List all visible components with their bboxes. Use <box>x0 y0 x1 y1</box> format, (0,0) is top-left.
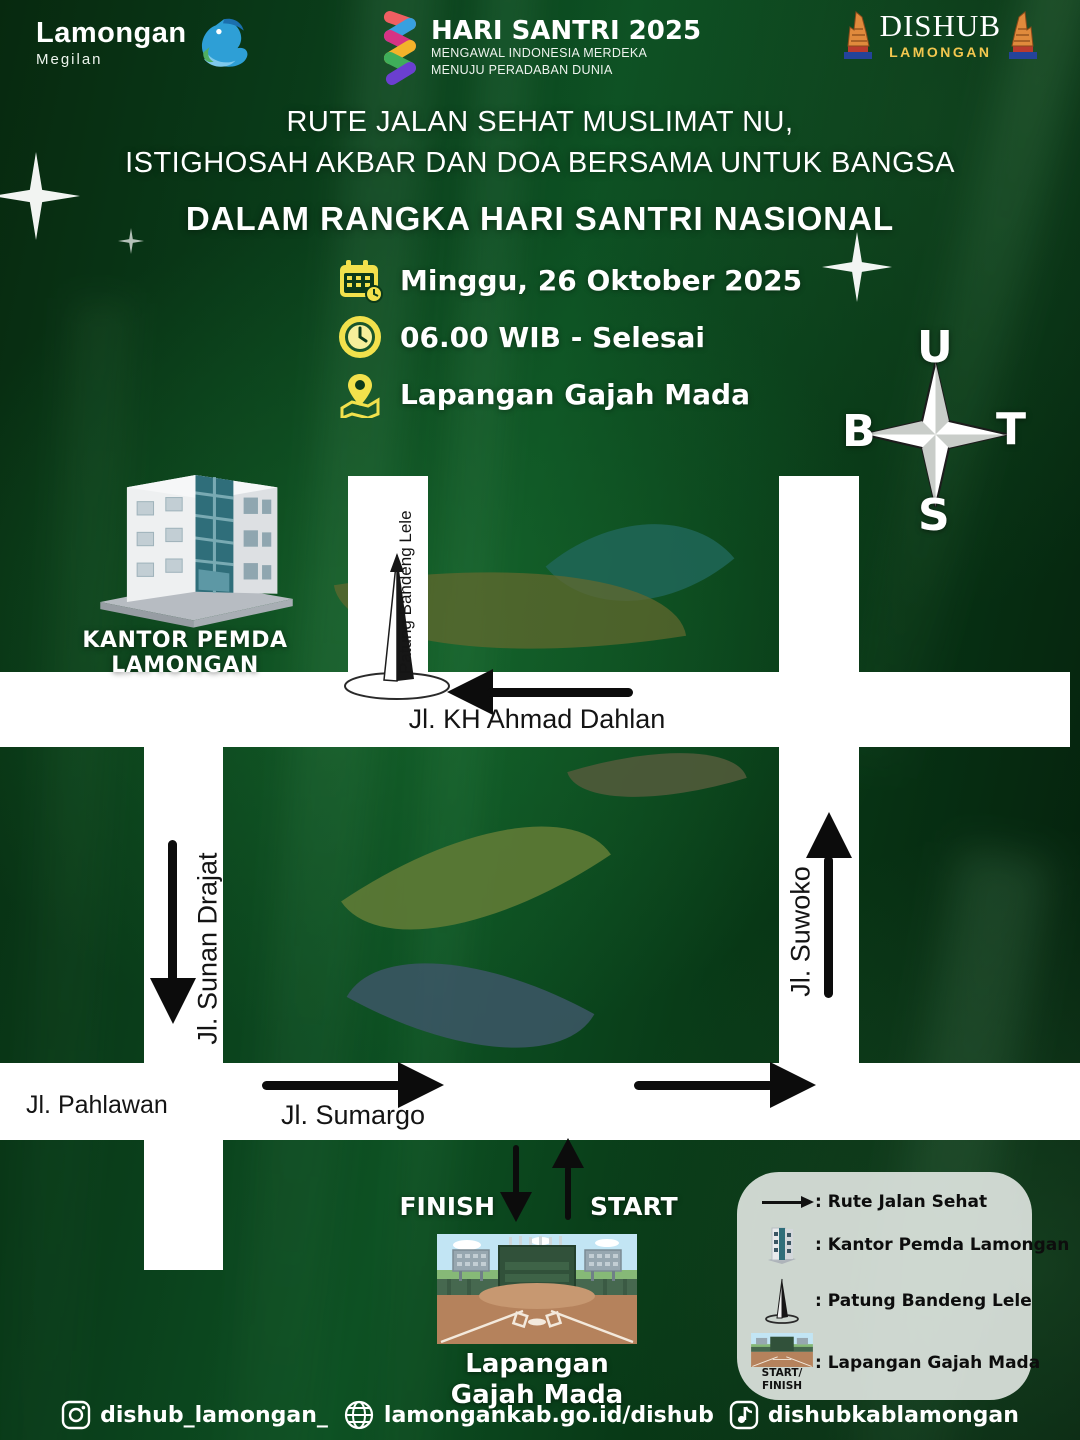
road-suwoko <box>779 476 859 1064</box>
field-caption-line-2: Gajah Mada <box>450 1380 624 1410</box>
legend-label-field: : Lapangan Gajah Mada <box>815 1352 1041 1373</box>
compass-west-label: B <box>842 406 876 457</box>
monument-icon <box>749 1277 815 1325</box>
dishub-title: DISHUB <box>879 8 1001 43</box>
start-label: START <box>590 1192 678 1221</box>
finish-arrow-shaft <box>513 1145 519 1195</box>
hari-santri-ribbon-icon <box>383 11 416 85</box>
calendar-icon <box>340 260 383 303</box>
legend-item-route: : Rute Jalan Sehat <box>749 1192 1022 1212</box>
leaf-shape <box>341 761 611 995</box>
route-arrow-north-shaft <box>824 856 833 998</box>
title-line-2: ISTIGHOSAH AKBAR DAN DOA BERSAMA UNTUK B… <box>125 147 955 180</box>
route-arrow-west <box>447 669 493 715</box>
legend-item-building: : Kantor Pemda Lamongan <box>749 1224 1069 1266</box>
building-icon <box>749 1224 815 1266</box>
field-icon: START/ FINISH <box>749 1333 815 1392</box>
footer-tiktok: dishubkablamongan <box>729 1400 1019 1430</box>
kantor-pemda-building-illustration <box>100 475 293 628</box>
legend-label-route: : Rute Jalan Sehat <box>815 1192 988 1212</box>
road-label-sumargo: Jl. Sumargo <box>280 1100 426 1130</box>
lamongan-fish-icon <box>201 18 248 67</box>
route-arrow-east-1 <box>398 1062 444 1108</box>
route-arrow-west-shaft <box>487 688 633 697</box>
lamongan-megilan-logo: Lamongan Megilan <box>36 16 251 70</box>
event-date-row: Minggu, 26 Oktober 2025 <box>336 256 802 304</box>
legend-start-finish-caption-2: FINISH <box>761 1379 803 1392</box>
dishub-gate-icon <box>843 11 872 59</box>
road-pahlawan-sumargo <box>0 1063 1080 1140</box>
route-arrow-south-shaft <box>168 840 177 982</box>
patung-bandeng-lele-monument <box>344 553 450 700</box>
route-arrow-east-1-shaft <box>262 1081 402 1090</box>
route-arrow-north <box>806 812 852 858</box>
route-arrow-east-2-shaft <box>634 1081 774 1090</box>
poster-title: RUTE JALAN SEHAT MUSLIMAT NU, ISTIGHOSAH… <box>0 102 1080 238</box>
globe-icon <box>344 1400 374 1430</box>
road-ahmad-dahlan <box>0 672 1070 747</box>
legend-label-monument: : Patung Bandeng Lele <box>815 1291 1032 1311</box>
start-arrow <box>552 1138 584 1168</box>
route-arrow-east-2 <box>770 1062 816 1108</box>
finish-label: FINISH <box>399 1192 495 1221</box>
lamongan-logo-name: Lamongan <box>36 16 187 49</box>
road-label-sunan-drajat: Jl. Sunan Drajat <box>192 852 223 1045</box>
event-venue: Lapangan Gajah Mada <box>400 377 750 411</box>
compass-south-label: S <box>918 490 950 541</box>
footer-instagram: dishub_lamongan_ <box>61 1400 328 1430</box>
compass-rose-icon <box>862 361 1009 508</box>
instagram-icon <box>61 1400 91 1430</box>
clock-icon <box>339 316 381 358</box>
lapangan-gajah-mada-illustration <box>437 1234 637 1344</box>
title-line-3: DALAM RANGKA HARI SANTRI NASIONAL <box>185 200 895 238</box>
website-url: lamongankab.go.id/dishub <box>383 1402 714 1428</box>
location-pin-icon <box>340 374 380 418</box>
footer-social-bar: dishub_lamongan_ lamongankab.go.id/dishu… <box>0 1399 1080 1431</box>
tiktok-handle: dishubkablamongan <box>767 1402 1019 1428</box>
instagram-handle: dishub_lamongan_ <box>100 1402 328 1428</box>
kantor-pemda-label: KANTOR PEMDA LAMONGAN <box>82 628 288 678</box>
legend-start-finish-caption-1: START/ <box>761 1367 803 1379</box>
road-label-pahlawan: Jl. Pahlawan <box>26 1091 168 1119</box>
road-label-ahmad-dahlan: Jl. KH Ahmad Dahlan <box>408 704 666 734</box>
legend-label-building: : Kantor Pemda Lamongan <box>815 1235 1070 1255</box>
hari-santri-logo: HARI SANTRI 2025 MENGAWAL INDONESIA MERD… <box>379 8 701 88</box>
legend-item-monument: : Patung Bandeng Lele <box>749 1277 1032 1325</box>
event-time-row: 06.00 WIB - Selesai <box>336 313 802 361</box>
event-details: Minggu, 26 Oktober 2025 06.00 WIB - Sele… <box>336 256 802 427</box>
compass-north-label: U <box>917 322 953 373</box>
event-date: Minggu, 26 Oktober 2025 <box>400 263 803 297</box>
dishub-subtitle: LAMONGAN <box>889 44 992 60</box>
route-arrow-icon <box>749 1195 815 1208</box>
dishub-gate-icon <box>1009 11 1037 59</box>
hari-santri-title: HARI SANTRI 2025 <box>430 15 702 46</box>
event-venue-row: Lapangan Gajah Mada <box>336 370 802 418</box>
sparkle-decoration <box>822 232 892 302</box>
hari-santri-subtitle-2: MENUJU PERADABAN DUNIA <box>430 62 613 77</box>
road-label-suwoko: Jl. Suwoko <box>785 866 816 997</box>
start-arrow-shaft <box>565 1166 571 1220</box>
dishub-lamongan-logo: DISHUB LAMONGAN <box>841 6 1040 64</box>
legend-panel: : Rute Jalan Sehat : Kantor Pemda Lamong… <box>737 1172 1069 1400</box>
legend-item-field: START/ FINISH : Lapangan Gajah Mada <box>749 1333 1040 1392</box>
finish-arrow <box>500 1192 532 1222</box>
patung-bandeng-lele-label: Patung Bandeng Lele <box>396 510 415 674</box>
tiktok-icon <box>729 1400 759 1430</box>
field-caption-line-1: Lapangan <box>465 1349 609 1379</box>
footer-website: lamongankab.go.id/dishub <box>343 1399 714 1431</box>
hari-santri-subtitle-1: MENGAWAL INDONESIA MERDEKA <box>430 46 648 61</box>
lamongan-logo-tagline: Megilan <box>36 50 103 68</box>
event-time: 06.00 WIB - Selesai <box>400 320 705 354</box>
title-line-1: RUTE JALAN SEHAT MUSLIMAT NU, <box>286 106 794 138</box>
route-arrow-south <box>150 978 196 1024</box>
compass-east-label: T <box>996 404 1027 455</box>
